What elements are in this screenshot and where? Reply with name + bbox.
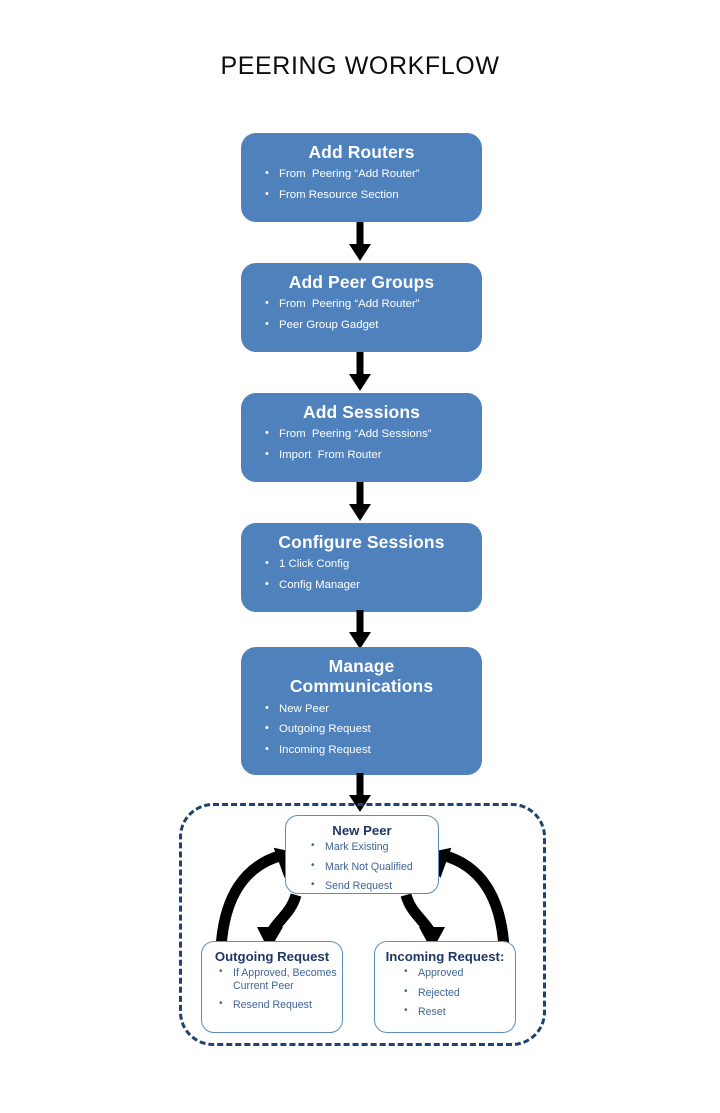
step-bullet: From Peering “Add Router” (265, 298, 482, 310)
down-arrow-icon (349, 482, 371, 521)
sub-bullet-list: If Approved, Becomes Current Peer Resend… (202, 966, 342, 1012)
page-title: PEERING WORKFLOW (220, 52, 500, 80)
sub-bullet-list: Approved Rejected Reset (375, 966, 515, 1019)
sub-bullet: Reset (404, 1005, 515, 1019)
step-title: Add Peer Groups (288, 272, 435, 292)
step-bullet-list: New Peer Outgoing Request Incoming Reque… (241, 703, 482, 756)
sub-bullet: Approved (404, 966, 515, 980)
step-title: Add Routers (308, 142, 415, 162)
down-arrow-icon (349, 352, 371, 391)
sub-bullet: If Approved, Becomes Current Peer (219, 966, 342, 992)
sub-bullet: Rejected (404, 986, 515, 1000)
step-box-manage-communications[interactable]: Manage Communications New Peer Outgoing … (241, 647, 482, 775)
step-bullet: Import From Router (265, 449, 482, 461)
step-title: Add Sessions (303, 402, 420, 422)
sub-box-outgoing-request[interactable]: Outgoing Request If Approved, Becomes Cu… (201, 941, 343, 1033)
connector-arrow-1 (345, 222, 375, 262)
step-bullet: Incoming Request (265, 744, 482, 756)
sub-bullet: Mark Existing (311, 840, 438, 854)
step-bullet-list: From Peering “Add Router” Peer Group Gad… (241, 298, 482, 331)
sub-bullet: Mark Not Qualified (311, 860, 438, 874)
down-arrow-icon (349, 222, 371, 261)
sub-bullet: Send Request (311, 879, 438, 893)
step-bullet: From Peering “Add Router” (265, 168, 482, 180)
step-bullet: Outgoing Request (265, 723, 482, 735)
step-title-line-2: Communications (289, 676, 434, 697)
step-bullet-list: From Peering “Add Sessions” Import From … (241, 428, 482, 461)
connector-arrow-3 (345, 482, 375, 522)
step-bullet: 1 Click Config (265, 558, 482, 570)
step-bullet-list: 1 Click Config Config Manager (241, 558, 482, 591)
sub-box-title: Outgoing Request (214, 949, 330, 964)
step-bullet: Peer Group Gadget (265, 319, 482, 331)
step-box-add-routers[interactable]: Add Routers From Peering “Add Router” Fr… (241, 133, 482, 222)
down-arrow-icon (349, 610, 371, 649)
down-arrow-icon (349, 773, 371, 812)
connector-arrow-2 (345, 352, 375, 392)
connector-arrow-4 (345, 610, 375, 650)
sub-box-incoming-request[interactable]: Incoming Request: Approved Rejected Rese… (374, 941, 516, 1033)
step-bullet: From Peering “Add Sessions” (265, 428, 482, 440)
connector-arrow-5 (345, 773, 375, 813)
cycle-container (179, 803, 546, 1046)
step-bullet: New Peer (265, 703, 482, 715)
sub-box-title: Incoming Request: (385, 949, 505, 964)
step-bullet: From Resource Section (265, 189, 482, 201)
step-title-line-1: Manage (328, 656, 395, 676)
step-title: Manage Communications (241, 656, 482, 697)
sub-box-new-peer[interactable]: New Peer Mark Existing Mark Not Qualifie… (285, 815, 439, 894)
sub-box-title: New Peer (332, 823, 392, 838)
step-box-add-sessions[interactable]: Add Sessions From Peering “Add Sessions”… (241, 393, 482, 482)
step-title: Configure Sessions (278, 532, 445, 552)
sub-bullet: Resend Request (219, 998, 342, 1012)
sub-bullet-list: Mark Existing Mark Not Qualified Send Re… (286, 840, 438, 893)
step-bullet: Config Manager (265, 579, 482, 591)
step-box-configure-sessions[interactable]: Configure Sessions 1 Click Config Config… (241, 523, 482, 612)
step-box-add-peer-groups[interactable]: Add Peer Groups From Peering “Add Router… (241, 263, 482, 352)
step-bullet-list: From Peering “Add Router” From Resource … (241, 168, 482, 201)
